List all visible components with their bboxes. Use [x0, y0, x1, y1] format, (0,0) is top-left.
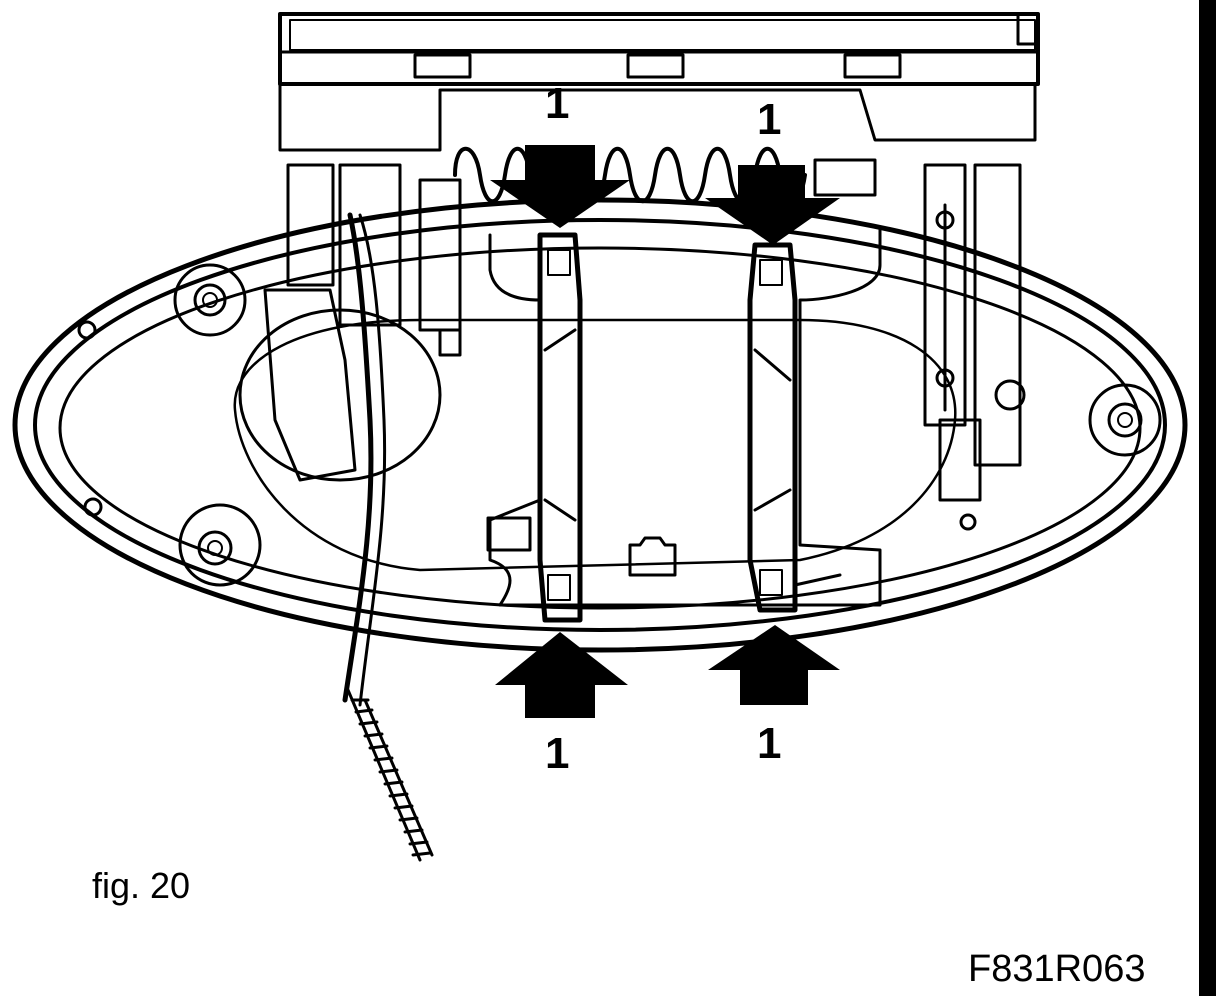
- cable-rod: [342, 212, 387, 707]
- inner-pan: [233, 318, 957, 572]
- mounting-boss-bottom-left: [178, 503, 262, 587]
- right-guide: [923, 163, 1026, 531]
- small-hole: [83, 497, 103, 517]
- callout-label: 1: [545, 729, 570, 778]
- figure-caption: fig. 20: [92, 865, 191, 906]
- upper-housing: [278, 12, 1040, 152]
- small-hole: [77, 320, 97, 340]
- cable-coil: [346, 688, 434, 862]
- callout-label: 1: [545, 79, 570, 128]
- arrow-icon: [705, 165, 840, 245]
- right-clip: [747, 242, 842, 613]
- callout-label: 1: [757, 95, 782, 144]
- page-edge-bar: [1199, 0, 1216, 996]
- arrow-icon: [495, 632, 628, 718]
- mounting-boss-right: [1088, 383, 1162, 457]
- left-clip: [486, 232, 583, 623]
- arrow-icon: [708, 625, 840, 705]
- center-plate: [488, 228, 882, 607]
- arrow-icon: [490, 145, 630, 228]
- left-bracket: [238, 288, 442, 482]
- callout-label: 1: [757, 719, 782, 768]
- left-guide: [286, 163, 462, 357]
- mounting-boss-top-left: [173, 263, 247, 337]
- outer-housing: [12, 197, 1188, 653]
- center-tab: [628, 536, 677, 577]
- figure-code: F831R063: [968, 948, 1146, 990]
